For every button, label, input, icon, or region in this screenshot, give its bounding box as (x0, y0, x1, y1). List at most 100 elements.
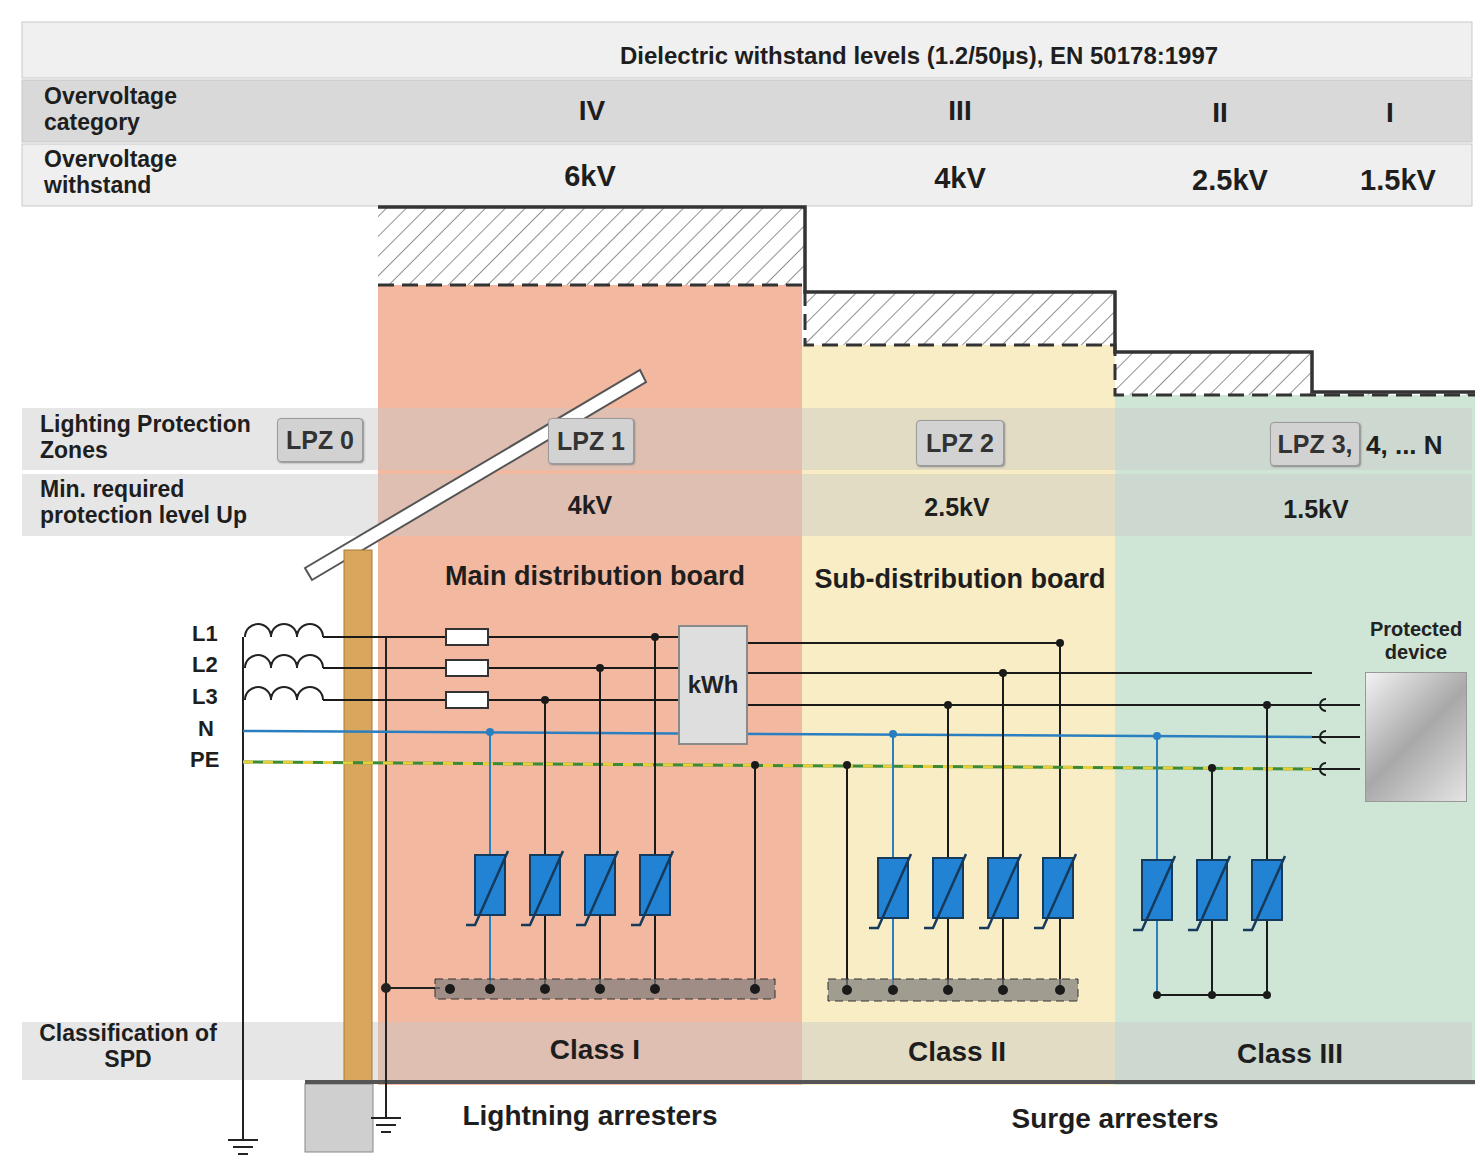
drawing-line (1334, 768, 1360, 770)
drawing-circle (650, 984, 660, 994)
zone-bands (378, 285, 1475, 1085)
drawing-line (233, 1146, 253, 1148)
drawing-line (385, 637, 387, 1118)
drawing-circle (541, 696, 549, 704)
diagram-label: Dielectric withstand levels (1.2/50µs), … (620, 42, 1380, 70)
busbars (435, 979, 1078, 1001)
drawing-path (245, 655, 323, 668)
diagram-label: IV (542, 95, 642, 127)
header-table (22, 22, 1472, 206)
zone-badge: LPZ 2 (916, 420, 1004, 466)
drawing-use (869, 854, 911, 928)
diagram-label: Surge arresters (935, 1103, 1295, 1135)
diagram-label: Class II (847, 1036, 1067, 1068)
drawing-polygon (378, 207, 1475, 395)
drawing-rect (828, 979, 1078, 1001)
drawing-line (323, 636, 678, 638)
drawing-line (243, 762, 1312, 769)
drawing-use (521, 851, 563, 925)
diagram-label: 4kV (520, 491, 660, 520)
node-text: LPZ 1 (557, 427, 625, 456)
drawing-use (1034, 854, 1076, 928)
drawing-use (1188, 856, 1230, 930)
drawing-circle (842, 985, 852, 995)
drawing-line (386, 987, 440, 989)
drawing-path (1312, 731, 1334, 743)
building (305, 370, 1475, 1152)
drawing-g (486, 633, 1271, 999)
drawing-circle (486, 728, 494, 736)
device-body (1365, 672, 1467, 802)
drawing-circle (1263, 701, 1271, 709)
drawing-circle (540, 984, 550, 994)
drawing-circle (889, 730, 897, 738)
protected-device: Protected device (1360, 618, 1472, 806)
diagram-label: PE (190, 747, 235, 772)
drawing-circle (1056, 639, 1064, 647)
drawing-line (754, 765, 756, 990)
diagram-label: Overvoltage category (44, 83, 234, 136)
drawing-circle (595, 984, 605, 994)
drawing-rect (446, 660, 488, 676)
diagram-label: N (198, 716, 238, 741)
drawing-polygon (305, 370, 646, 580)
diagram-label: Class III (1180, 1038, 1400, 1070)
drawing-circle (944, 701, 952, 709)
node-text: LPZ 2 (926, 429, 994, 458)
drawing-circle (998, 985, 1008, 995)
drawing-g (445, 984, 1065, 995)
diagram-label: Classification of SPD (13, 1020, 243, 1073)
drawing-circle (445, 984, 455, 994)
drawing-use (631, 851, 673, 925)
drawing-rect (22, 408, 1472, 470)
drawing-line (243, 731, 1312, 737)
drawing-line (243, 762, 1312, 769)
drawing-circle (1208, 764, 1216, 772)
drawing-rect (22, 1022, 1472, 1080)
drawing-circle (1208, 991, 1216, 999)
drawing-line (305, 1080, 1475, 1084)
zone-badge: LPZ 1 (548, 418, 634, 464)
drawing-circle (888, 985, 898, 995)
diagram-label: 4kV (890, 162, 1030, 195)
varistor-symbols (466, 851, 1285, 930)
drawing-line (1334, 736, 1360, 738)
diagram-label: I (1340, 97, 1440, 129)
drawing-circle (485, 984, 495, 994)
drawing-line (748, 672, 1312, 674)
drawing-line (381, 1131, 391, 1133)
drawing-circle (1263, 991, 1271, 999)
spd-taps (486, 633, 1271, 999)
drawing-line (228, 1139, 258, 1141)
diagram-label: 4, ... N (1366, 431, 1476, 461)
diagram-label: Main distribution board (385, 561, 805, 592)
diagram-label: II (1170, 97, 1270, 129)
drawing-line (376, 1124, 396, 1126)
drawing-circle (843, 761, 851, 769)
plug-symbols (1312, 699, 1360, 775)
drawing-rect (435, 979, 775, 999)
drawing-circle (751, 761, 759, 769)
diagram-label: Min. required protection level Up (40, 476, 275, 529)
drawing-use (1133, 856, 1175, 930)
drawing-line (846, 765, 848, 990)
drawing-line (1266, 705, 1268, 995)
diagram-label: L1 (192, 621, 232, 646)
drawing-line (323, 699, 678, 701)
drawing-polyline (748, 643, 1060, 990)
node-text: Protected device (1360, 618, 1472, 664)
drawing-path (1318, 699, 1334, 711)
zone-badge: LPZ 0 (277, 418, 363, 462)
drawing-circle (1153, 732, 1161, 740)
drawing-circle (750, 984, 760, 994)
diagram-label: Class I (485, 1034, 705, 1066)
drawing-circle (999, 669, 1007, 677)
drawing-rect (22, 22, 1472, 78)
diagram-label: 6kV (520, 160, 660, 193)
zone-badge: LPZ 3, (1270, 422, 1359, 466)
drawing-use (466, 851, 508, 925)
drawing-line (947, 705, 949, 990)
drawing-rect (22, 474, 1472, 536)
diagram-label: 1.5kV (1318, 164, 1478, 197)
drawing-use (1243, 856, 1285, 930)
